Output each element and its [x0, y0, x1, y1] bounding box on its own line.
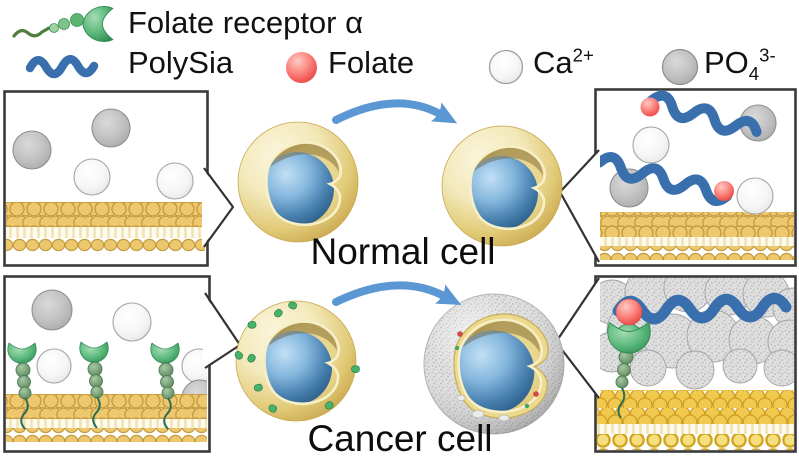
membrane-outer-leaflet — [6, 202, 205, 227]
folate-molecule — [615, 298, 643, 326]
polysia-wave-icon — [24, 47, 102, 81]
caption-normal-cell: Normal cell — [310, 231, 496, 272]
folate-red-sphere-icon — [285, 51, 318, 84]
normal-cell-release-panel — [597, 91, 794, 260]
legend-phosphate-label: PO43- — [704, 44, 776, 85]
folate-molecule — [640, 97, 660, 117]
legend-folate-receptor-label: Folate receptor α — [128, 5, 364, 40]
polysia-chain — [612, 292, 792, 325]
phosphate-gray-sphere-icon — [661, 48, 699, 86]
nanoparticle-plain — [238, 122, 358, 242]
callout-pointers — [202, 149, 600, 399]
nanoparticle-mineral-coated — [424, 294, 564, 434]
phosphate-charge: 3- — [759, 44, 776, 66]
nanoparticle-plain — [442, 126, 562, 246]
calcium-charge: 2+ — [572, 44, 594, 66]
nanoparticle-folate-decorated — [233, 299, 362, 421]
phosphate-count: 4 — [748, 63, 760, 85]
normal-cell-surface-panel — [6, 108, 205, 252]
caption-cancer-cell: Cancer cell — [307, 418, 493, 459]
arrow-cancer — [332, 281, 462, 306]
polysia-chain — [646, 91, 762, 137]
legend-folate-label: Folate — [328, 45, 415, 80]
polysia-chain — [597, 152, 733, 207]
legend-calcium-label: Ca2+ — [533, 44, 594, 80]
calcium-light-sphere-icon — [488, 49, 524, 85]
membrane-inner-leaflet — [6, 238, 205, 252]
folate-receptor-bound — [607, 298, 651, 419]
cancer-cell-surface-panel — [6, 289, 207, 442]
folate-receptor-icon — [10, 3, 124, 47]
cancer-cell-binding-panel — [597, 278, 794, 450]
folate-molecule — [714, 181, 734, 201]
legend-polysia-label: PolySia — [128, 45, 234, 80]
arrow-normal — [332, 99, 458, 124]
